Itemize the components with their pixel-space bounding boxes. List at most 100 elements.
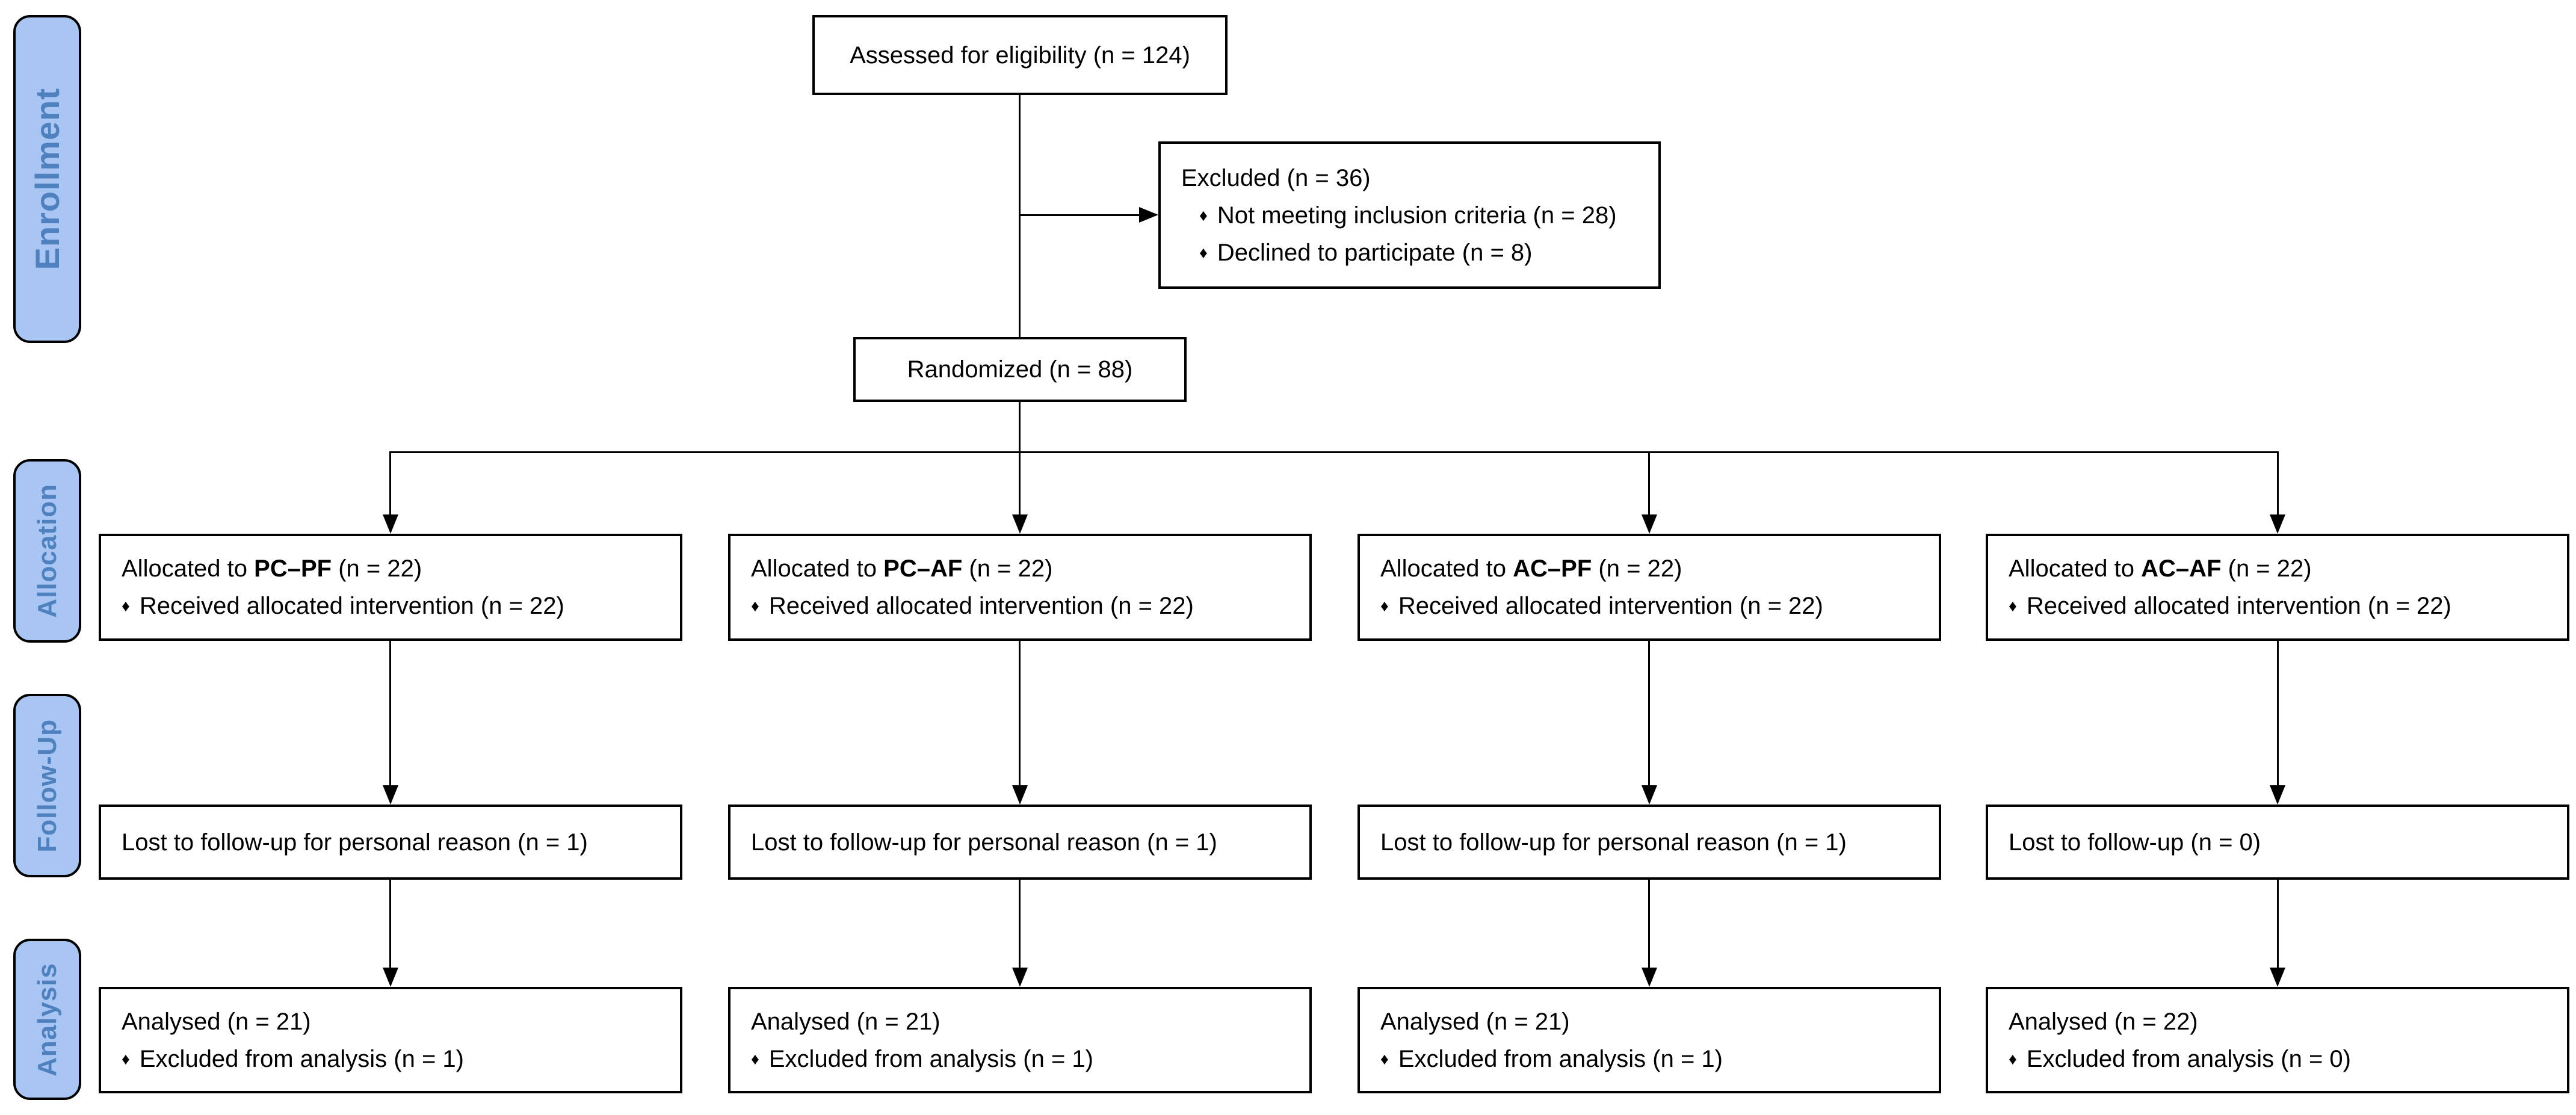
analysis-box-pc-af: Analysed (n = 21) ♦ Excluded from analys… (728, 987, 1312, 1093)
followup-text: Lost to follow-up for personal reason (n… (751, 829, 1217, 856)
analysis-bullet-text: Excluded from analysis (n = 1) (768, 1045, 1093, 1072)
allocation-title: Allocated to AC–AF (n = 22) (2009, 555, 2312, 582)
diamond-bullet-icon: ♦ (1199, 205, 1208, 224)
connector-split-col1 (389, 451, 391, 514)
arrowhead-allocation-col3 (1642, 514, 1657, 534)
analysis-title: Analysed (n = 21) (1380, 1008, 1570, 1035)
stage-bar-allocation: Allocation (13, 459, 81, 643)
analysis-title: Analysed (n = 21) (751, 1008, 941, 1035)
analysis-bullet-text: Excluded from analysis (n = 0) (2026, 1045, 2351, 1072)
arrowhead-allocation-col4 (2270, 514, 2285, 534)
diamond-bullet-icon: ♦ (1380, 1049, 1389, 1068)
connector-alloc-fu-col4 (2277, 641, 2279, 785)
allocation-title: Allocated to PC–PF (n = 22) (122, 555, 422, 582)
arrowhead-followup-col1 (383, 785, 398, 805)
allocation-box-pc-pf: Allocated to PC–PF (n = 22) ♦ Received a… (99, 534, 682, 641)
allocation-box-pc-af: Allocated to PC–AF (n = 22) ♦ Received a… (728, 534, 1312, 641)
diamond-bullet-icon: ♦ (751, 596, 759, 616)
followup-text: Lost to follow-up for personal reason (n… (122, 829, 588, 856)
connector-alloc-fu-col2 (1019, 641, 1021, 785)
connector-split-col3 (1648, 451, 1650, 514)
connector-fu-an-col4 (2277, 880, 2279, 968)
followup-box-pc-af: Lost to follow-up for personal reason (n… (728, 805, 1312, 880)
allocation-bullet: ♦ Received allocated intervention (n = 2… (751, 587, 1300, 625)
arrowhead-analysis-col1 (383, 968, 398, 987)
stage-label-analysis: Analysis (32, 962, 62, 1076)
arrowhead-allocation-col1 (383, 514, 398, 534)
excluded-item: ♦ Not meeting inclusion criteria (n = 28… (1181, 197, 1649, 234)
analysis-bullet-text: Excluded from analysis (n = 1) (1398, 1045, 1723, 1072)
connector-alloc-fu-col3 (1648, 641, 1650, 785)
connector-fu-an-col1 (389, 880, 391, 968)
stage-bar-enrollment: Enrollment (13, 15, 81, 343)
analysis-box-ac-af: Analysed (n = 22) ♦ Excluded from analys… (1986, 987, 2569, 1093)
allocation-bullet: ♦ Received allocated intervention (n = 2… (1380, 587, 1929, 625)
diamond-bullet-icon: ♦ (1380, 596, 1389, 616)
allocation-bullet-text: Received allocated intervention (n = 22) (768, 593, 1194, 619)
arrowhead-excluded (1139, 207, 1158, 223)
analysis-bullet: ♦ Excluded from analysis (n = 0) (2009, 1040, 2557, 1078)
diamond-bullet-icon: ♦ (2009, 1049, 2017, 1068)
arrowhead-analysis-col2 (1012, 968, 1028, 987)
analysis-box-ac-pf: Analysed (n = 21) ♦ Excluded from analys… (1357, 987, 1941, 1093)
analysis-bullet-text: Excluded from analysis (n = 1) (139, 1045, 464, 1072)
excluded-title: Excluded (n = 36) (1181, 164, 1371, 191)
group-name: PC–AF (883, 555, 963, 582)
connector-alloc-fu-col1 (389, 641, 391, 785)
distribution-line (389, 451, 2279, 453)
arrowhead-allocation-col2 (1012, 514, 1028, 534)
connector-fu-an-col3 (1648, 880, 1650, 968)
connector-to-excluded (1020, 214, 1140, 216)
assessed-box: Assessed for eligibility (n = 124) (812, 15, 1228, 95)
allocation-bullet: ♦ Received allocated intervention (n = 2… (122, 587, 670, 625)
diamond-bullet-icon: ♦ (122, 596, 130, 616)
allocation-title: Allocated to PC–AF (n = 22) (751, 555, 1053, 582)
analysis-bullet: ♦ Excluded from analysis (n = 1) (122, 1040, 670, 1078)
group-name: AC–PF (1513, 555, 1592, 582)
arrowhead-analysis-col4 (2270, 968, 2285, 987)
randomized-text: Randomized (n = 88) (907, 356, 1133, 383)
diamond-bullet-icon: ♦ (751, 1049, 759, 1068)
followup-box-ac-af: Lost to follow-up (n = 0) (1986, 805, 2569, 880)
followup-box-ac-pf: Lost to follow-up for personal reason (n… (1357, 805, 1941, 880)
randomized-box: Randomized (n = 88) (853, 337, 1187, 402)
assessed-text: Assessed for eligibility (n = 124) (850, 42, 1190, 69)
excluded-item: ♦ Declined to participate (n = 8) (1181, 234, 1649, 271)
stage-label-allocation: Allocation (32, 484, 62, 618)
allocation-bullet-text: Received allocated intervention (n = 22) (139, 593, 564, 619)
arrowhead-analysis-col3 (1642, 968, 1657, 987)
allocation-box-ac-pf: Allocated to AC–PF (n = 22) ♦ Received a… (1357, 534, 1941, 641)
stage-bar-followup: Follow-Up (13, 694, 81, 877)
analysis-title: Analysed (n = 21) (122, 1008, 311, 1035)
connector-assessed-to-randomized (1019, 95, 1021, 337)
analysis-box-pc-pf: Analysed (n = 21) ♦ Excluded from analys… (99, 987, 682, 1093)
arrowhead-followup-col2 (1012, 785, 1028, 805)
group-name: AC–AF (2141, 555, 2222, 582)
analysis-bullet: ♦ Excluded from analysis (n = 1) (751, 1040, 1300, 1078)
followup-text: Lost to follow-up for personal reason (n… (1380, 829, 1847, 856)
analysis-title: Analysed (n = 22) (2009, 1008, 2198, 1035)
followup-text: Lost to follow-up (n = 0) (2009, 829, 2261, 856)
allocation-bullet-text: Received allocated intervention (n = 22) (2026, 593, 2451, 619)
allocation-bullet: ♦ Received allocated intervention (n = 2… (2009, 587, 2557, 625)
stage-label-followup: Follow-Up (32, 718, 62, 853)
allocation-title: Allocated to AC–PF (n = 22) (1380, 555, 1682, 582)
group-name: PC–PF (254, 555, 332, 582)
arrowhead-followup-col3 (1642, 785, 1657, 805)
connector-split-col4 (2277, 451, 2279, 514)
connector-randomized-to-split (1019, 402, 1021, 514)
allocation-bullet-text: Received allocated intervention (n = 22) (1398, 593, 1823, 619)
stage-label-enrollment: Enrollment (28, 88, 66, 270)
excluded-item-text: Not meeting inclusion criteria (n = 28) (1217, 202, 1617, 229)
diamond-bullet-icon: ♦ (2009, 596, 2017, 616)
arrowhead-followup-col4 (2270, 785, 2285, 805)
diamond-bullet-icon: ♦ (1199, 242, 1208, 262)
stage-bar-analysis: Analysis (13, 939, 81, 1100)
diamond-bullet-icon: ♦ (122, 1049, 130, 1068)
analysis-bullet: ♦ Excluded from analysis (n = 1) (1380, 1040, 1929, 1078)
allocation-box-ac-af: Allocated to AC–AF (n = 22) ♦ Received a… (1986, 534, 2569, 641)
followup-box-pc-pf: Lost to follow-up for personal reason (n… (99, 805, 682, 880)
excluded-item-text: Declined to participate (n = 8) (1217, 239, 1533, 266)
connector-fu-an-col2 (1019, 880, 1021, 968)
